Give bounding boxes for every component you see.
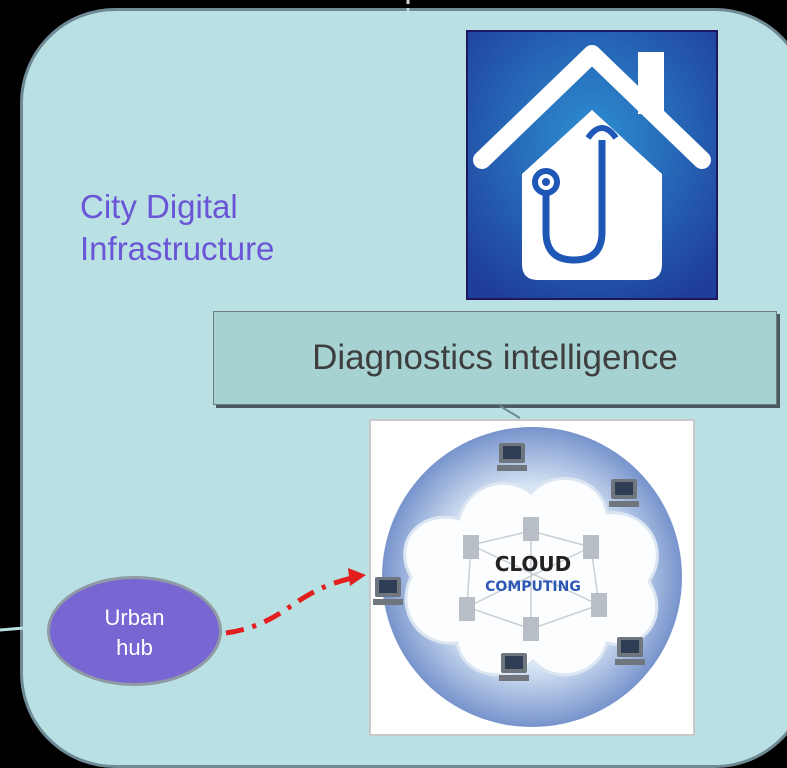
hub-line-2: hub <box>116 635 153 660</box>
cloud-label-line1: CLOUD <box>495 552 572 576</box>
city-digital-infrastructure-title: City Digital Infrastructure <box>80 186 380 270</box>
urban-hub-node: Urban hub <box>47 576 222 686</box>
title-line-1: City Digital <box>80 188 238 225</box>
house-stethoscope-icon <box>466 30 718 300</box>
cloud-label-line2: COMPUTING <box>485 579 581 595</box>
hub-line-1: Urban <box>104 605 165 630</box>
cloud-computing-icon: CLOUD COMPUTING <box>369 419 695 736</box>
title-line-2: Infrastructure <box>80 230 275 267</box>
diagnostics-label: Diagnostics intelligence <box>312 338 678 377</box>
diagnostics-intelligence-box: Diagnostics intelligence <box>213 311 777 405</box>
